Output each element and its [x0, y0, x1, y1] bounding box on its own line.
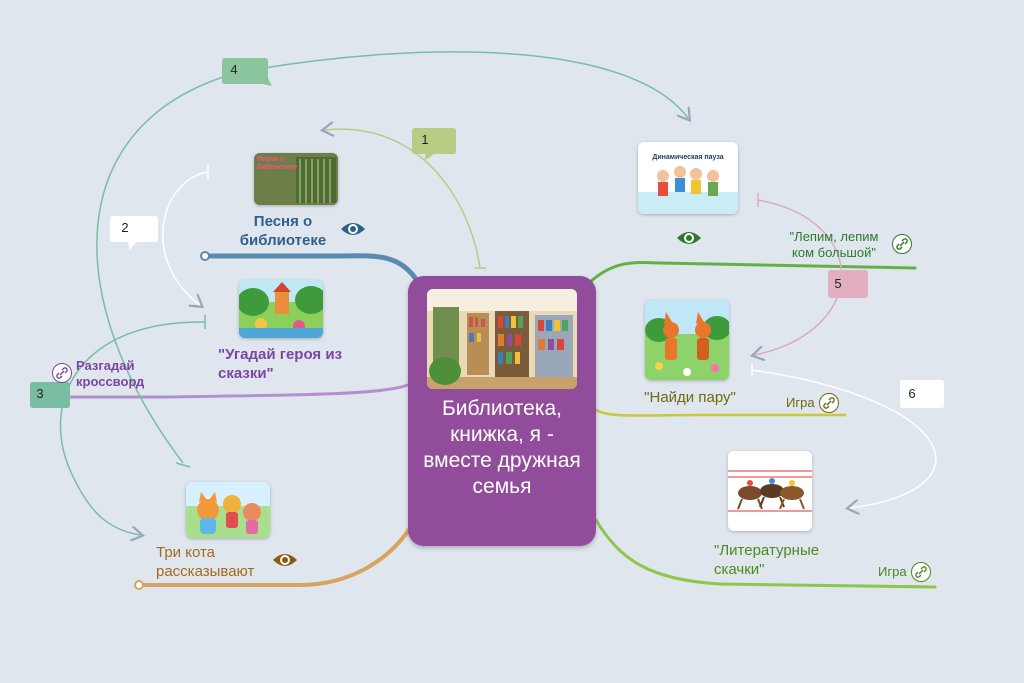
callout-4[interactable]: 4 [222, 58, 272, 86]
branch-cats-collapse[interactable] [134, 580, 144, 590]
link-icon[interactable] [911, 562, 931, 582]
branch-race [594, 518, 937, 589]
central-topic-title: Библиотека, книжка, я - вместе дружная с… [423, 397, 581, 498]
lepim-thumbnail-text: Динамическая пауза [652, 154, 724, 161]
relation-1-arrow [325, 129, 481, 269]
callout-1[interactable]: 1 [412, 128, 456, 161]
link-icon[interactable] [892, 234, 912, 254]
relation-2-arrow [162, 171, 209, 305]
relation-6-arrow [751, 369, 937, 508]
pair-thumbnail[interactable] [645, 300, 729, 380]
guess-thumbnail[interactable] [239, 280, 323, 338]
branch-crossword [43, 383, 410, 399]
eye-icon[interactable] [272, 551, 298, 569]
central-topic[interactable]: Библиотека, книжка, я - вместе дружная с… [408, 276, 596, 546]
cats-thumbnail[interactable] [186, 482, 270, 538]
lepim-thumbnail[interactable]: Динамическая пауза [638, 142, 738, 214]
callout-3[interactable]: 3 [30, 382, 70, 408]
lepim-label[interactable]: "Лепим, лепим ком большой" [789, 229, 879, 260]
branch-lepim [588, 260, 917, 284]
link-icon[interactable] [819, 393, 839, 413]
branch-cats [138, 523, 414, 587]
song-thumbnail[interactable]: Песня о библиотеке [254, 153, 338, 205]
library-photo [427, 289, 577, 389]
callout-6[interactable]: 6 [900, 380, 944, 408]
cats-label[interactable]: Три кота рассказывают [156, 544, 255, 580]
link-icon[interactable] [52, 363, 72, 383]
song-thumbnail-text: Песня о библиотеке [257, 156, 298, 171]
song-label[interactable]: Песня о библиотеке [239, 213, 327, 249]
pair-sublabel[interactable]: Игра [786, 395, 815, 410]
relation-4-arrow [96, 51, 688, 464]
race-thumbnail[interactable] [728, 451, 812, 531]
pair-label[interactable]: "Найди пару" [644, 389, 736, 406]
guess-label[interactable]: "Угадай героя из сказки" [218, 346, 343, 382]
crossword-label[interactable]: Разгадай кроссворд [76, 358, 145, 389]
race-sublabel[interactable]: Игра [878, 564, 907, 579]
branch-song [202, 253, 421, 285]
relation-3-arrow [59, 321, 206, 535]
race-label[interactable]: "Литературные скачки" [714, 542, 820, 578]
branch-pair [594, 408, 847, 417]
eye-icon[interactable] [340, 220, 366, 238]
branch-song-collapse[interactable] [200, 251, 210, 261]
eye-icon[interactable] [676, 229, 702, 247]
callout-2[interactable]: 2 [110, 216, 158, 250]
callout-5[interactable]: 5 [828, 270, 868, 298]
